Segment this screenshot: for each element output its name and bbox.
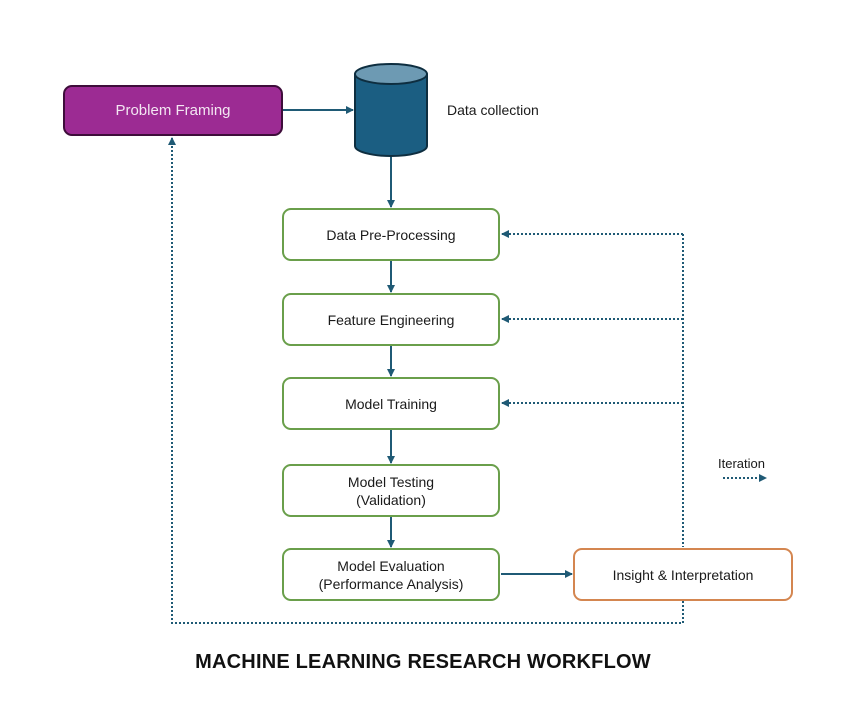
model-training-label: Model Training <box>345 395 437 412</box>
insight-interpretation-label: Insight & Interpretation <box>612 566 754 583</box>
legend-iteration-label: Iteration <box>718 456 765 471</box>
feature-engineering-node[interactable]: Feature Engineering <box>282 293 500 346</box>
model-testing-label: Model Testing <box>347 473 435 490</box>
iteration-arrow-to-problem-framing <box>168 137 684 624</box>
data-preprocessing-node[interactable]: Data Pre-Processing <box>282 208 500 261</box>
problem-framing-node[interactable]: Problem Framing <box>63 85 283 136</box>
model-testing-node[interactable]: Model Testing (Validation) <box>282 464 500 517</box>
model-evaluation-node[interactable]: Model Evaluation (Performance Analysis) <box>282 548 500 601</box>
model-evaluation-sublabel: (Performance Analysis) <box>318 575 464 592</box>
diagram-title: MACHINE LEARNING RESEARCH WORKFLOW <box>195 651 651 673</box>
model-evaluation-label: Model Evaluation <box>337 557 445 574</box>
insight-interpretation-node[interactable]: Insight & Interpretation <box>573 548 793 601</box>
model-testing-sublabel: (Validation) <box>356 491 426 508</box>
problem-framing-label: Problem Framing <box>115 101 231 119</box>
database-cylinder-icon <box>354 63 428 157</box>
feature-engineering-label: Feature Engineering <box>327 311 455 328</box>
model-training-node[interactable]: Model Training <box>282 377 500 430</box>
data-preprocessing-label: Data Pre-Processing <box>326 226 456 243</box>
data-collection-label: Data collection <box>447 102 539 118</box>
